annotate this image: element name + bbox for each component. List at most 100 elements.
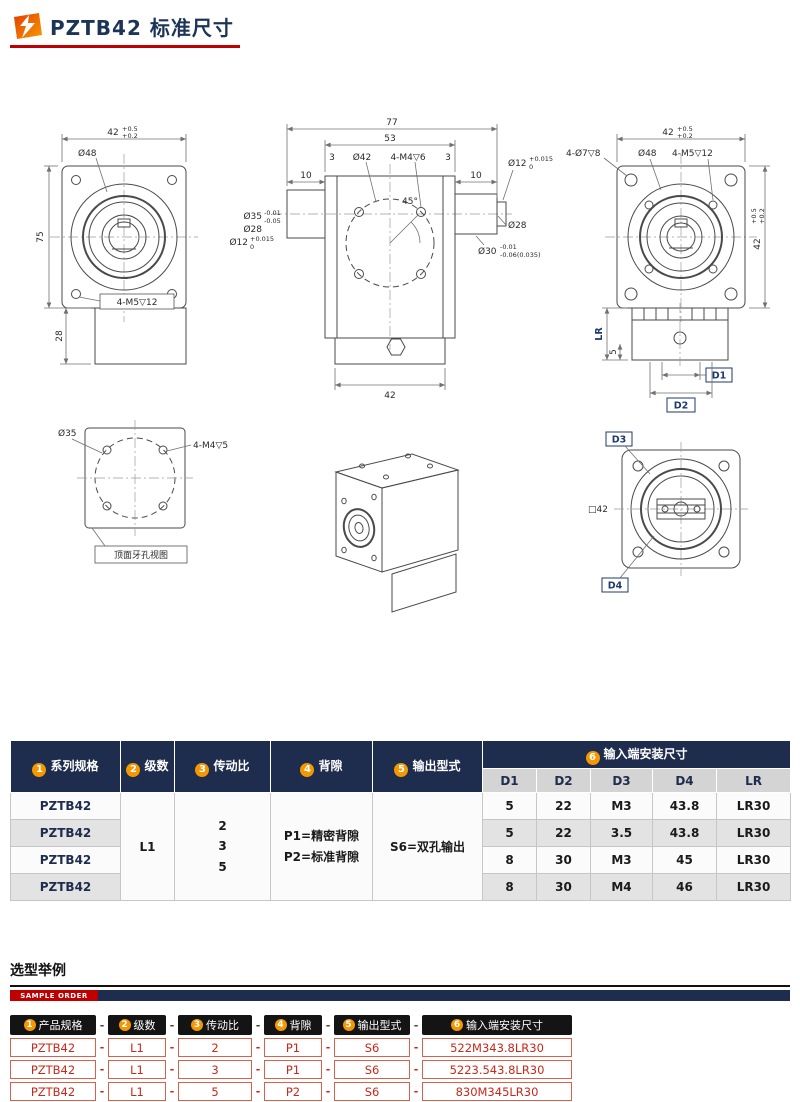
spec-cell-d1: 5	[482, 792, 537, 820]
sample-header-output-label: 输出型式	[357, 1019, 402, 1032]
spec-header-input-dim-label: 输入端安装尺寸	[603, 746, 688, 761]
label-side-d12-left: Ø12	[229, 237, 248, 248]
spec-cell-d4: 45	[652, 846, 717, 874]
top-view: Ø35 4-M4▽5 顶面牙孔视图	[58, 420, 228, 564]
brand-logo	[14, 13, 42, 39]
badge-2: 2	[118, 1019, 131, 1031]
ratio-value: 2	[218, 818, 227, 833]
spec-cell-lr: LR30	[715, 846, 792, 874]
dash: -	[99, 1041, 105, 1054]
spec-subheader-d2: D2	[536, 768, 591, 793]
sample-header-stage-label: 级数	[133, 1019, 156, 1032]
sample-row: PZTB42 - L1 - 3 - P1 - S6 - 5223.543.8LR…	[10, 1060, 790, 1079]
badge-4: 4	[274, 1019, 287, 1031]
dash: -	[413, 1063, 419, 1076]
dim-front-width: 42	[107, 128, 118, 138]
dimension-drawings: 42 +0.5 +0.2 Ø48 75 28 4-M5▽12	[36, 118, 770, 613]
dim-front-width-tol-lower: +0.2	[122, 132, 138, 140]
spec-cell-d3: 3.5	[590, 819, 653, 847]
dash: -	[255, 1018, 261, 1032]
sample-row: PZTB42 - L1 - 5 - P2 - S6 - 830M345LR30	[10, 1082, 790, 1101]
spec-cell-d3: M4	[590, 873, 653, 901]
spec-cell-series: PZTB42	[10, 819, 121, 847]
dim-back-height-tol-lower: +0.2	[758, 208, 766, 224]
sample-cell: PZTB42	[10, 1038, 96, 1057]
dash: -	[169, 1085, 175, 1098]
tol-d30-upper: -0.01	[500, 243, 517, 251]
sample-header-ratio-label: 传动比	[206, 1019, 239, 1032]
dim-front-width-tol-upper: +0.5	[122, 125, 138, 133]
spec-cell-series: PZTB42	[10, 873, 121, 901]
badge-3: 3	[195, 762, 210, 777]
page-title: PZTB42 标准尺寸	[50, 16, 234, 40]
label-square-42: □42	[588, 505, 608, 515]
sample-row: PZTB42 - L1 - 2 - P1 - S6 - 522M343.8LR3…	[10, 1038, 790, 1057]
dim-side-10-right: 10	[470, 171, 482, 181]
ribbon-bar	[98, 990, 790, 1001]
title-underline	[10, 45, 240, 48]
dim-back-height: 42	[753, 238, 763, 249]
tol-d35-lower: -0.05	[264, 217, 281, 225]
spec-cell-series: PZTB42	[10, 846, 121, 874]
dim-back-width: 42	[662, 128, 673, 138]
spec-cell-d1: 5	[482, 819, 537, 847]
sample-header-backlash-label: 背隙	[289, 1019, 312, 1032]
spec-subheader-lr: LR	[715, 768, 792, 793]
dim-d1: D1	[712, 371, 727, 382]
sample-cell: P2	[264, 1082, 322, 1101]
spec-cell-d4: 46	[652, 873, 717, 901]
dim-side-3-right: 3	[445, 153, 451, 163]
spec-cell-d2: 22	[536, 792, 591, 820]
dim-back-width-tol-upper: +0.5	[677, 125, 693, 133]
dash: -	[169, 1063, 175, 1076]
dash: -	[255, 1063, 261, 1076]
dim-5: 5	[609, 349, 619, 355]
sample-header-product-label: 产品规格	[38, 1019, 83, 1032]
badge-3: 3	[191, 1019, 203, 1031]
dim-back-height-tol-upper: +0.5	[750, 208, 758, 224]
tol-d12-right-lower: 0	[529, 163, 533, 171]
spec-cell-lr: LR30	[715, 873, 792, 901]
spec-row: PZTB42 8 30 M4 46 LR30	[10, 873, 792, 901]
spec-row: PZTB42 8 30 M3 45 LR30	[10, 846, 792, 874]
spec-header-ratio-label: 传动比	[213, 758, 250, 773]
spec-row: PZTB42 L1 2 3 5 P1=精密背隙 P2=标准背隙 S6=双孔输出 …	[10, 792, 792, 901]
sample-cell: S6	[334, 1082, 410, 1101]
badge-1: 1	[23, 1019, 36, 1031]
ratio-value: 5	[218, 859, 227, 874]
badge-2: 2	[126, 762, 141, 777]
spec-cell-series: PZTB42	[10, 792, 121, 820]
spec-cell-d1: 8	[482, 846, 537, 874]
label-side-d28-right: Ø28	[508, 220, 527, 231]
spec-cell-d1: 8	[482, 873, 537, 901]
badge-6: 6	[451, 1019, 463, 1031]
dash: -	[325, 1018, 331, 1032]
label-back-holes: 4-Ø7▽8	[566, 148, 601, 159]
dash: -	[169, 1018, 175, 1032]
tol-d12-right-upper: +0.015	[529, 155, 553, 163]
label-side-d28-left: Ø28	[243, 224, 262, 235]
sample-cell: 830M345LR30	[422, 1082, 572, 1101]
label-side-d12-right: Ø12	[508, 158, 527, 169]
badge-1: 1	[32, 762, 47, 777]
dim-side-bottom: 42	[384, 391, 395, 401]
spec-cell-d4: 43.8	[652, 792, 717, 820]
sample-cell: 522M343.8LR30	[422, 1038, 572, 1057]
spec-header-output-label: 输出型式	[412, 758, 461, 773]
label-side-tap-top: 4-M4▽6	[390, 153, 425, 163]
label-front-d48: Ø48	[78, 148, 97, 159]
dim-front-height: 75	[36, 231, 46, 242]
spec-cell-d3: M3	[590, 846, 653, 874]
spec-cell-d4: 43.8	[652, 819, 717, 847]
dash: -	[99, 1085, 105, 1098]
tol-d35-upper: -0.01	[264, 209, 281, 217]
sample-cell: 5	[178, 1082, 252, 1101]
top-view-caption: 顶面牙孔视图	[114, 549, 168, 561]
spec-header-backlash-label: 背隙	[318, 758, 343, 773]
